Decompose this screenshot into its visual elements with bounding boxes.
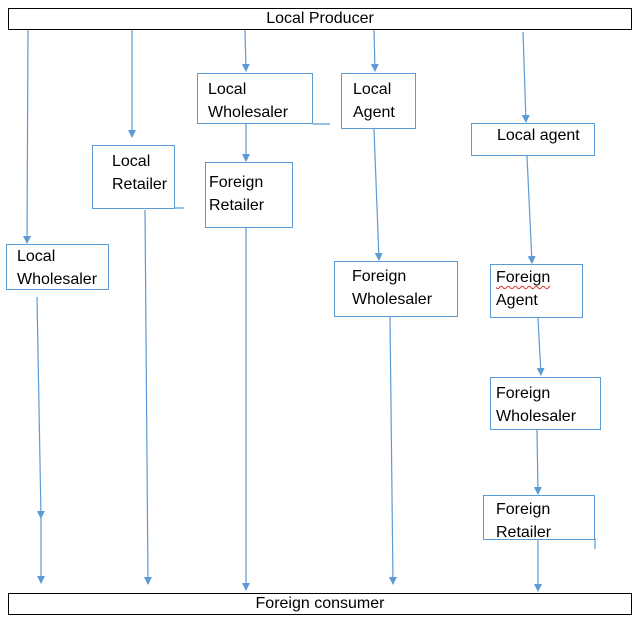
foreign-wholesaler-label: Foreign Wholesaler	[352, 268, 433, 308]
arrow-producer-to-local-agent	[370, 29, 379, 72]
foreign-retailer-label: Foreign Retailer	[496, 501, 552, 541]
local-retailer-label: Local Retailer	[112, 153, 168, 193]
arrow-foreign-wholesaler-to-consumer	[388, 316, 397, 585]
local-producer-label: Local Producer	[266, 10, 374, 27]
foreign-retailer-label: Foreign Retailer	[209, 174, 265, 214]
arrow-local-agent-to-foreign-agent	[526, 155, 536, 264]
foreign-word-spellcheck: Foreign	[496, 269, 551, 286]
local-retailer-node: Local Retailer	[92, 145, 175, 209]
local-agent-label: Local agent	[497, 127, 580, 144]
local-wholesaler-label: Local Wholesaler	[17, 248, 98, 288]
foreign-consumer-node: Foreign consumer	[8, 593, 632, 615]
local-agent-node-channel-4: Local Agent	[341, 73, 416, 129]
arrow-foreign-agent-to-foreign-wholesaler	[536, 317, 545, 376]
foreign-retailer-node-channel-5: Foreign Retailer	[483, 495, 595, 541]
arrow-producer-to-local-agent	[521, 31, 530, 123]
agent-word: Agent	[496, 292, 538, 309]
foreign-wholesaler-label: Foreign Wholesaler	[496, 385, 577, 425]
arrow-foreign-wholesaler-to-foreign-retailer	[533, 429, 542, 495]
foreign-wholesaler-node-channel-5: Foreign Wholesaler	[490, 377, 601, 430]
arrow-local-agent-to-foreign-wholesaler	[373, 128, 383, 261]
local-wholesaler-node-channel-3: Local Wholesaler	[197, 73, 313, 124]
local-agent-label: Local Agent	[353, 81, 395, 121]
foreign-consumer-label: Foreign consumer	[255, 595, 385, 612]
local-agent-node-channel-5: Local agent	[471, 123, 595, 156]
foreign-wholesaler-node-channel-4: Foreign Wholesaler	[334, 261, 458, 317]
arrow-local-retailer-to-consumer	[143, 209, 152, 585]
arrow-producer-to-local-wholesaler	[241, 29, 250, 72]
local-producer-node: Local Producer	[8, 8, 632, 30]
arrow-producer-to-local-wholesaler	[23, 29, 32, 244]
arrow-local-wholesaler-down	[36, 296, 45, 519]
foreign-retailer-node-channel-3: Foreign Retailer	[205, 162, 293, 228]
local-wholesaler-label: Local Wholesaler	[208, 81, 289, 121]
local-wholesaler-node-channel-1: Local Wholesaler	[6, 244, 109, 290]
